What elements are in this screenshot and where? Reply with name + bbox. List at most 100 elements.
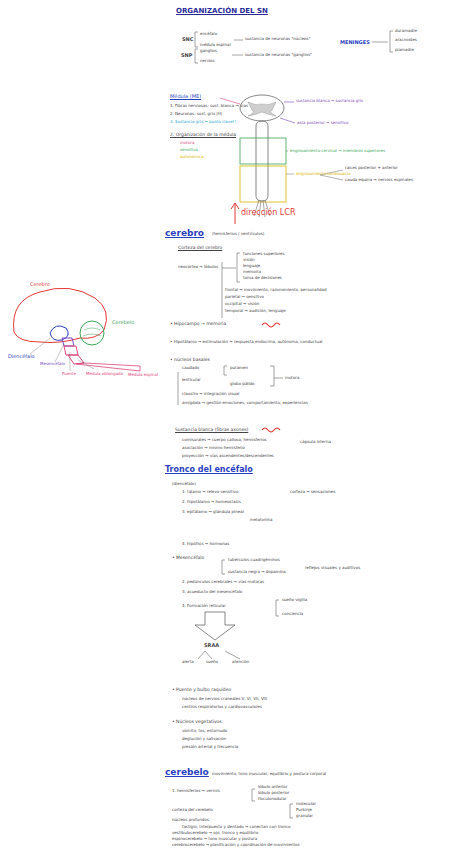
note-text: parietal → sensitivo: [225, 295, 264, 299]
note-text: sustancia blanca → sustancia gris: [296, 99, 363, 103]
bracket: [276, 600, 279, 616]
bracket: [224, 366, 227, 375]
note-text: ganglios: [200, 49, 217, 53]
note-text: sustancia negra → dopamina: [228, 570, 286, 574]
note-text: Diencéfalo: [8, 354, 35, 359]
note-text: proyección → vías ascendentes/descendent…: [182, 454, 274, 458]
note-text: Corteza del cerebro: [178, 246, 222, 251]
leader-line: [30, 338, 94, 371]
note-text: occipital → visión: [225, 302, 259, 306]
note-text: engrosamiento lumbosacro: [296, 172, 351, 176]
note-text: Mesencéfalo: [40, 362, 65, 366]
note-text: SNC: [182, 37, 193, 42]
note-text: visión: [243, 258, 255, 262]
note-text: 1. tálamo → relevo sensitivo: [182, 490, 238, 494]
note-text: deglución y salivación: [182, 737, 226, 741]
note-text: frontal → movimiento, razonamiento, pers…: [225, 288, 326, 292]
note-text: presión arterial y frecuencia: [182, 745, 238, 749]
note-text: amígdala → gestión emociones, comportami…: [182, 401, 308, 405]
note-text: médula espinal: [200, 43, 231, 47]
big-arrow: [195, 612, 235, 640]
note-text: cerebrocerebelo → planificación y coordi…: [172, 843, 300, 847]
bracket: [178, 372, 179, 405]
note-text: comisurales → cuerpo calloso, hemisferio…: [182, 438, 267, 442]
note-text: 3. Sustancia gris → punto clave!!: [170, 120, 236, 124]
note-text: movimiento, tono muscular, equilibrio y …: [212, 772, 326, 776]
note-text: molecular: [296, 802, 316, 806]
note-text: • Hipocampo → memoria: [170, 322, 226, 327]
note-text: alerta: [182, 660, 194, 664]
note-text: toma de decisiones: [243, 276, 282, 280]
note-text: sensitiva: [180, 148, 198, 152]
lumbar-region: [240, 166, 286, 202]
bracket: [390, 31, 393, 52]
note-text: autonómica: [180, 155, 204, 159]
note-text: Médula oblongada: [86, 372, 123, 376]
note-text: 3. acueducto del mesencéfalo: [182, 590, 242, 594]
note-text: SNP: [181, 53, 192, 58]
gray-matter: [248, 102, 276, 116]
note-text: Médula espinal: [128, 373, 158, 377]
note-text: espinocerebelo → tono muscular y postura: [172, 837, 257, 841]
section-heading: cerebelo: [165, 768, 209, 777]
note-text: sustancia de neuronas "ganglios": [245, 53, 312, 57]
note-text: núcleos profundos: [172, 818, 209, 822]
squiggle: [262, 428, 280, 432]
note-text: corteza → sensaciones: [290, 490, 335, 494]
note-text: funciones superiores: [243, 252, 285, 256]
bracket: [252, 789, 255, 801]
note-text: memoria: [243, 270, 261, 274]
note-text: (hemisferios / ventrículos): [212, 232, 264, 236]
leader-line: [222, 268, 236, 269]
leader-line: [372, 42, 388, 43]
leader-line: [274, 378, 283, 379]
note-text: fastigio, interpuesto y dentado → conect…: [182, 825, 290, 829]
red-arrow: [231, 203, 239, 224]
cerebellum-outline: [80, 321, 104, 345]
note-text: lóbulo anterior: [258, 785, 287, 789]
note-text: 2. pedúnculos cerebrales → vías motoras: [182, 580, 264, 584]
leader-line: [234, 40, 243, 41]
note-text: Cerebro: [30, 282, 50, 287]
cervical-region: [240, 138, 286, 164]
spinal-cord-drawing: [220, 95, 343, 224]
note-text: • núcleos basales: [170, 358, 210, 363]
note-text: atención: [232, 660, 249, 664]
note-text: • Hipotálamo → estimulación → respuesta …: [170, 340, 322, 344]
note-text: 1. Fibras nerviosas: sust. blanca → vías: [170, 104, 248, 108]
note-text: 4. hipófisis → hormonas: [182, 542, 229, 546]
note-text: caudado: [182, 366, 199, 370]
note-text: cauda equina → nervios espinales: [345, 178, 413, 182]
note-text: 4. Formación reticular: [182, 604, 226, 608]
medulla-outline: [68, 355, 84, 364]
note-text: tubérculos cuadrigéminos: [228, 558, 280, 562]
note-text: 3. epitálamo → glándula pineal: [182, 510, 244, 514]
note-text: centros respiratorios y cardiovasculares: [182, 705, 262, 709]
note-text: (diencéfalo): [172, 482, 196, 486]
section-heading: cerebro: [165, 229, 204, 238]
note-text: 1. hemisferios → vermis: [172, 789, 220, 793]
note-text: Sustancia blanca (fibras axones): [175, 428, 248, 433]
note-text: reflejos visuales y auditivos: [305, 566, 360, 570]
leader-line: [232, 55, 243, 56]
note-text: lenguaje: [243, 264, 260, 268]
cord-section: [240, 95, 284, 121]
note-text: dirección LCR: [241, 209, 295, 217]
cord-tube: [256, 121, 268, 201]
note-text: corteza del cerebelo: [172, 808, 213, 812]
note-text: Purkinje: [296, 808, 312, 812]
note-text: globo pálido: [230, 382, 255, 386]
note-text: temporal → audición, lenguaje: [225, 309, 286, 313]
note-text: Médula (ME): [170, 94, 201, 99]
note-text: putamen: [230, 366, 248, 370]
bracket: [195, 49, 198, 63]
note-text: asta posterior → sensitivo: [297, 121, 348, 125]
note-text: asociación → mismo hemisferio: [182, 446, 245, 450]
note-text: conciencia: [282, 612, 303, 616]
note-text: neocórtex → lóbulos: [178, 265, 218, 269]
note-text: piamadre: [395, 48, 414, 52]
leader-line: [198, 651, 240, 659]
note-text: núcleos de nervios craneales V, VI, VII,…: [182, 697, 267, 701]
